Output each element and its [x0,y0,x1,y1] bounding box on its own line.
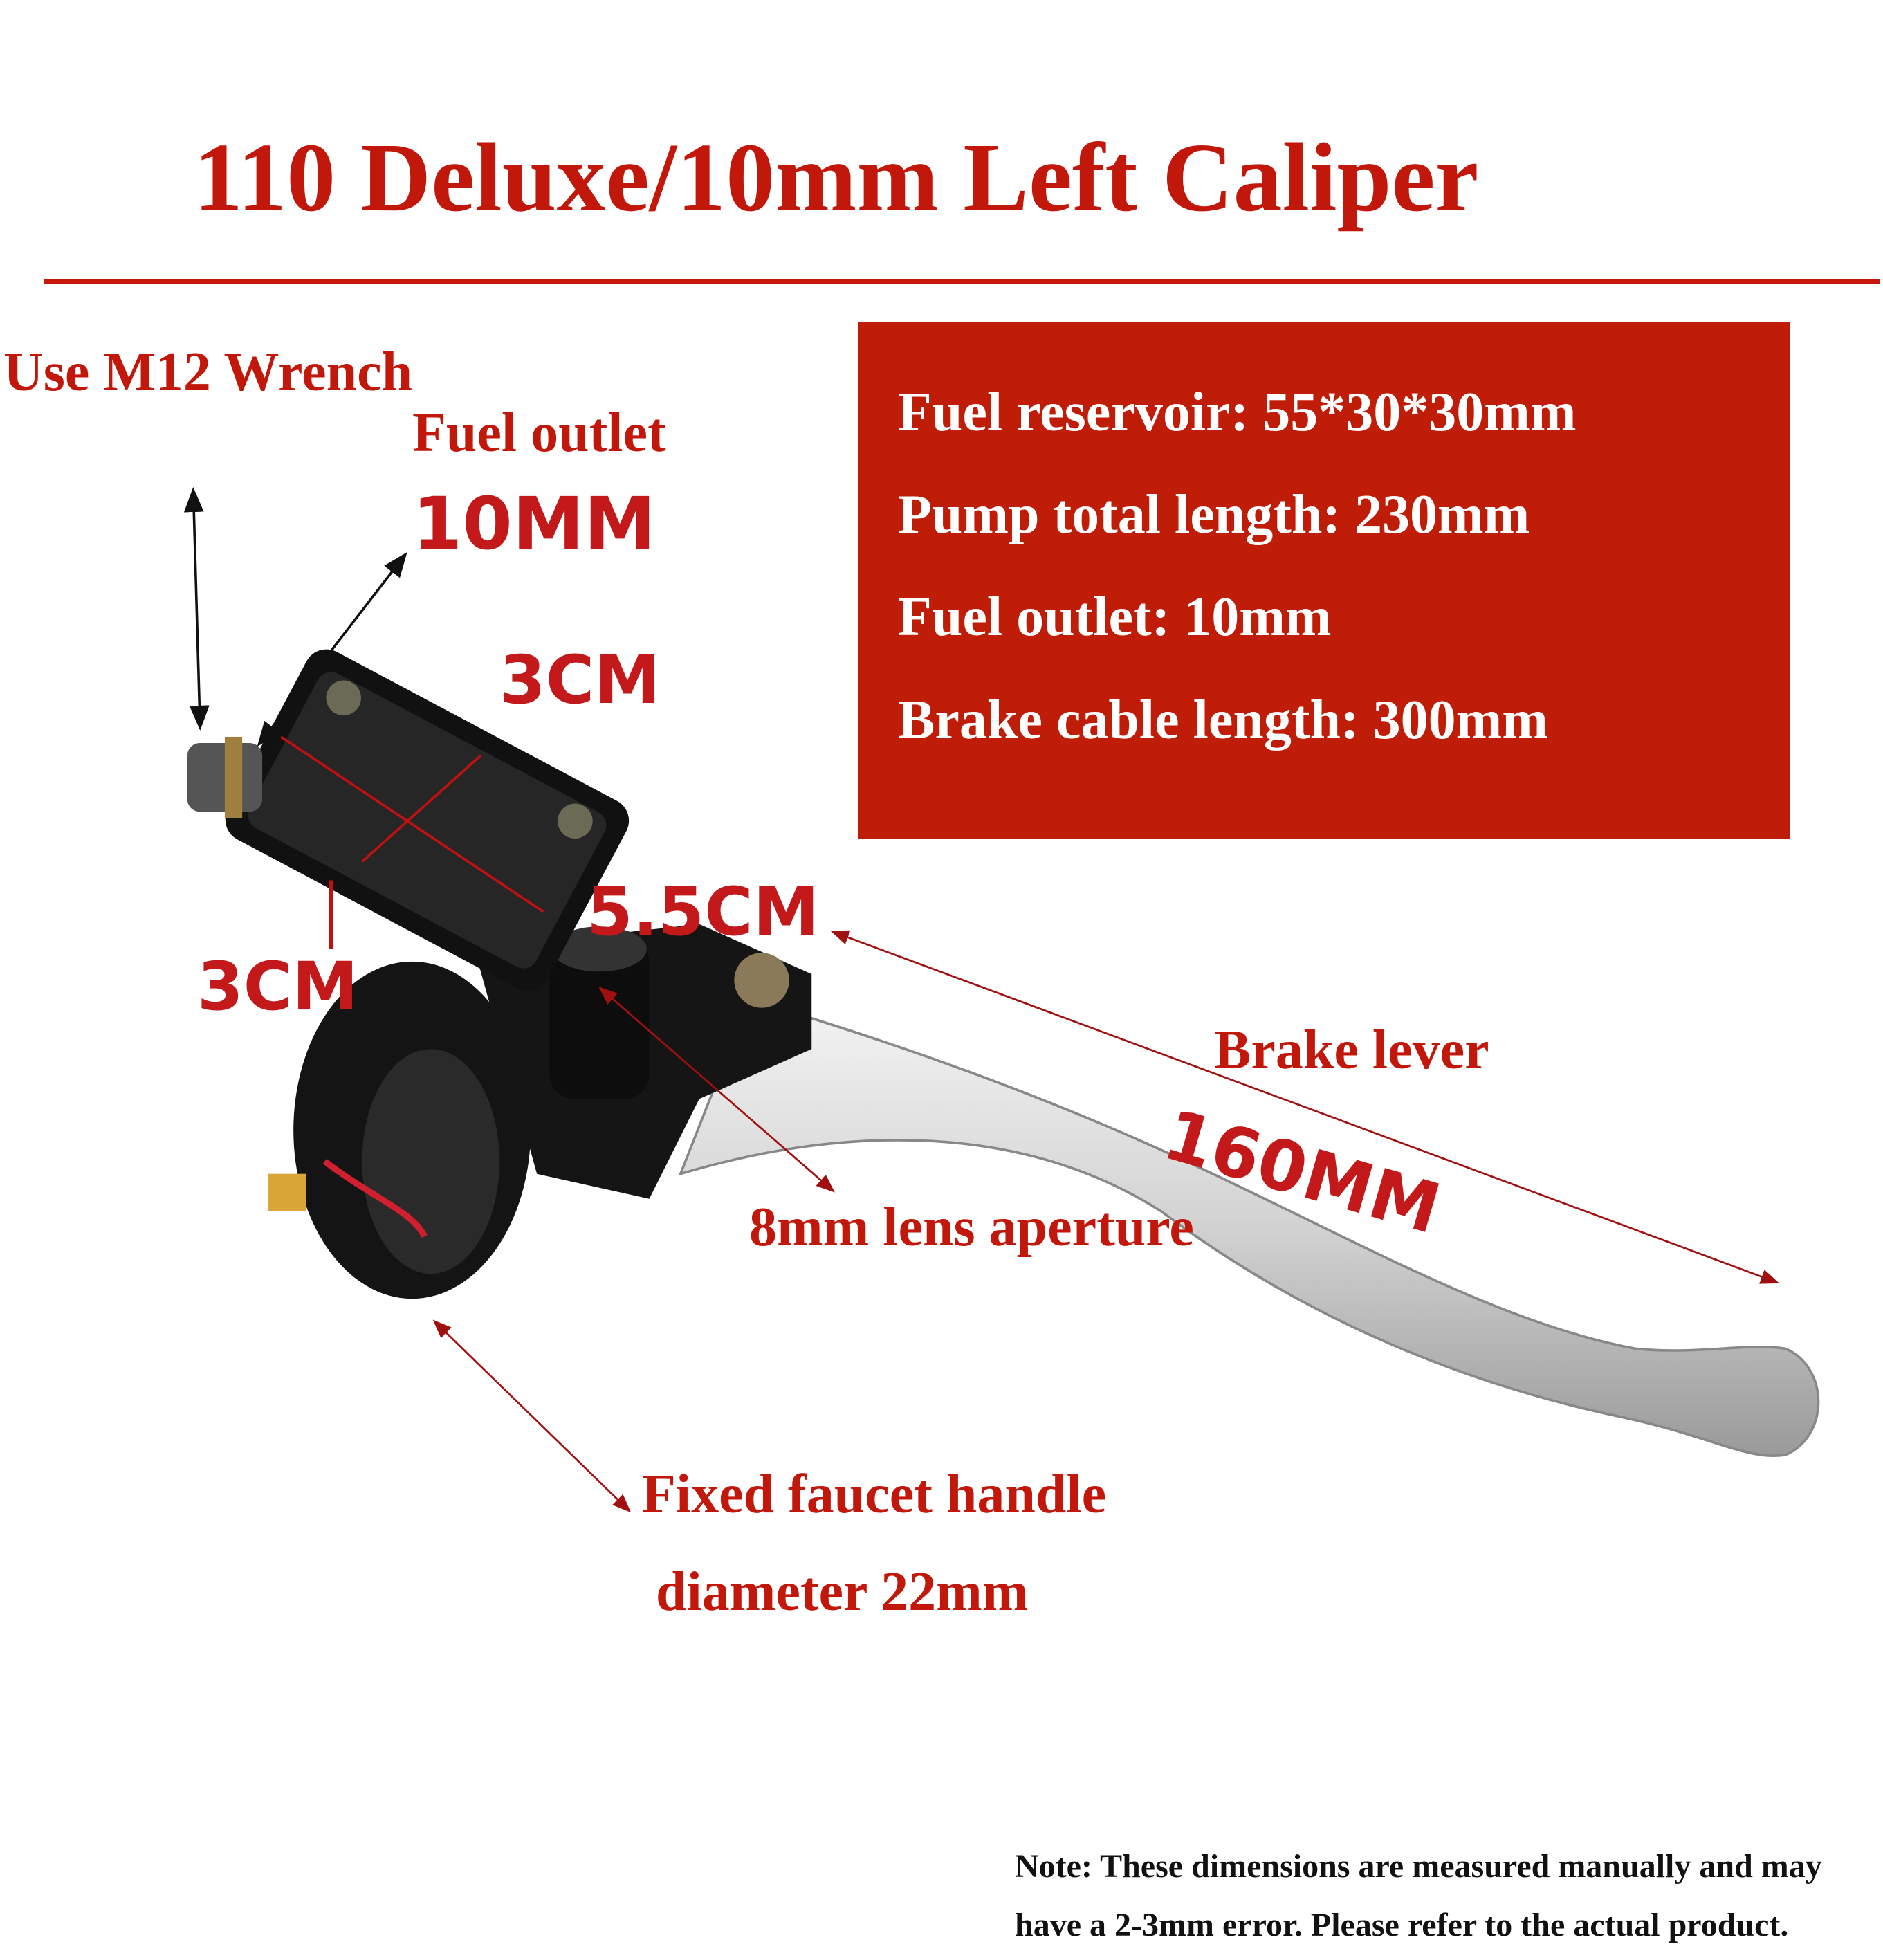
page-title: 110 Deluxe/10mm Left Caliper [194,122,1479,232]
note-line-2: have a 2-3mm error. Please refer to the … [1015,1907,1789,1943]
handle-diameter-label-2: diameter 22mm [656,1561,1029,1622]
spec-fuel-outlet: Fuel outlet: 10mm [898,587,1332,648]
lever-arrow [830,930,1780,1284]
fuel-outlet-arrow [257,551,407,747]
wrench-label: Use M12 Wrench [3,342,413,403]
spec-reservoir: Fuel reservoir: 55*30*30mm [898,382,1577,443]
handle-diameter-label-1: Fixed faucet handle [642,1464,1107,1525]
fuel-outlet-label: Fuel outlet [412,403,666,464]
handle-arrow [432,1319,632,1513]
fuel-outlet-dimension: 10MM [412,482,656,566]
wrench-arrow [183,486,210,731]
spec-pump-length: Pump total length: 230mm [898,484,1530,545]
lens-arrow [598,987,835,1193]
reservoir-height-dimension: 3CM [197,948,358,1025]
measurement-note: Note: These dimensions are measured manu… [1015,1837,1822,1954]
brake-lever-label: Brake lever [1214,1020,1489,1081]
lens-aperture-label: 8mm lens aperture [749,1197,1194,1258]
reservoir-width-dimension: 3CM [499,641,661,719]
spec-box: Fuel reservoir: 55*30*30mm Pump total le… [858,322,1790,839]
title-divider [44,279,1880,284]
spec-cable-length: Brake cable length: 300mm [898,690,1548,751]
reservoir-length-dimension: 5.5CM [587,873,820,951]
note-line-1: Note: These dimensions are measured manu… [1015,1848,1822,1885]
